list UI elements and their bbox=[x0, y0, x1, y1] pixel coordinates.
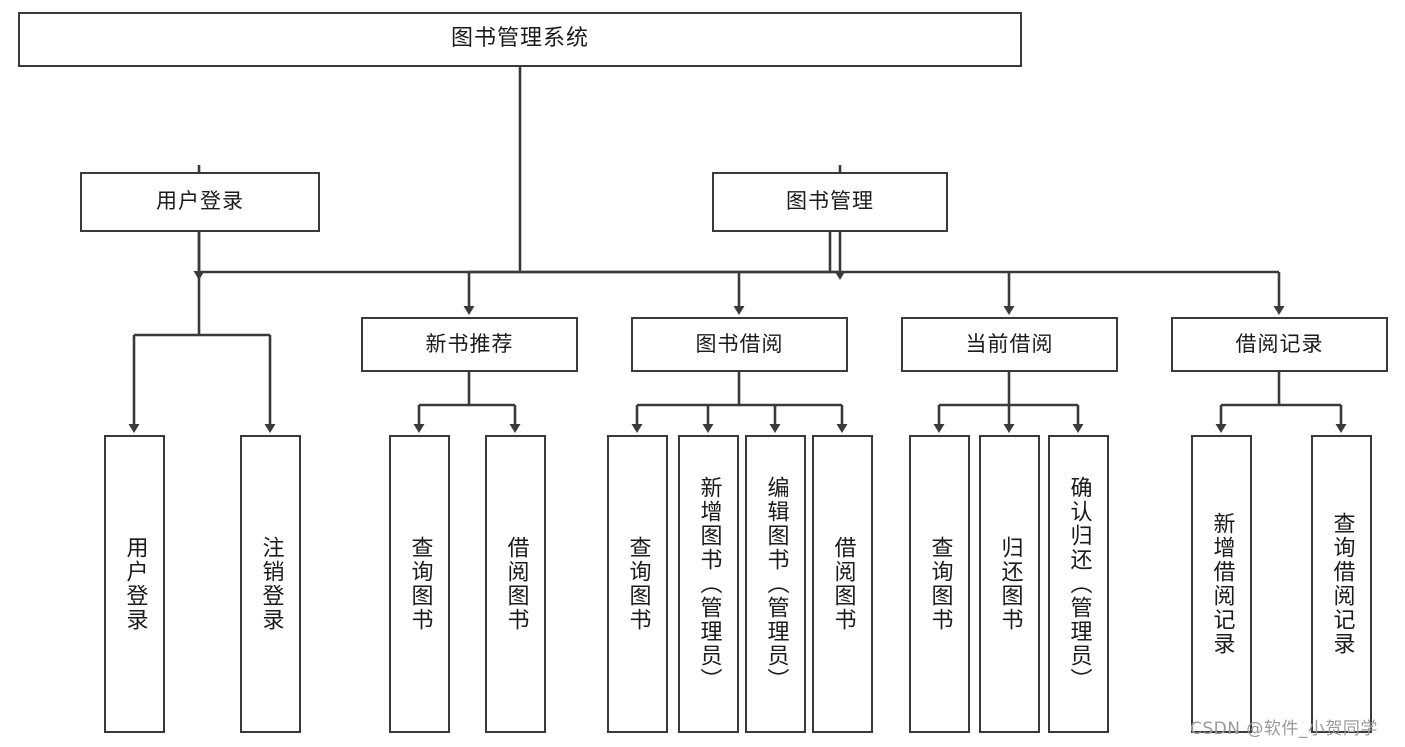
leaf-current-borrow-query-book[interactable]: 查询图书 bbox=[909, 435, 970, 733]
node-label: 新增图书（管理员） bbox=[696, 476, 722, 692]
node-label: 图书管理 bbox=[786, 189, 874, 214]
leaf-borrow-record-query-record[interactable]: 查询借阅记录 bbox=[1311, 435, 1372, 733]
node-label: 借阅图书 bbox=[503, 536, 529, 632]
node-label: 新增借阅记录 bbox=[1209, 512, 1235, 656]
node-label: 借阅记录 bbox=[1235, 331, 1324, 356]
node-label: 当前借阅 bbox=[965, 331, 1054, 356]
node-label: 编辑图书（管理员） bbox=[763, 476, 789, 692]
leaf-book-borrow-add-book-admin[interactable]: 新增图书（管理员） bbox=[678, 435, 739, 733]
node-book-management[interactable]: 图书管理 bbox=[712, 172, 948, 232]
node-label: 确认归还（管理员） bbox=[1066, 476, 1092, 692]
node-label: 查询借阅记录 bbox=[1329, 512, 1355, 656]
leaf-current-borrow-return-book[interactable]: 归还图书 bbox=[979, 435, 1040, 733]
node-label: 查询图书 bbox=[927, 536, 953, 632]
leaf-new-book-borrow-book[interactable]: 借阅图书 bbox=[485, 435, 546, 733]
node-label: 注销登录 bbox=[258, 536, 284, 632]
leaf-book-borrow-query-book[interactable]: 查询图书 bbox=[607, 435, 668, 733]
leaf-book-borrow-edit-book-admin[interactable]: 编辑图书（管理员） bbox=[745, 435, 806, 733]
node-label: 图书借阅 bbox=[695, 331, 784, 356]
node-label: 查询图书 bbox=[625, 536, 651, 632]
node-label: 查询图书 bbox=[407, 536, 433, 632]
leaf-user-login-login[interactable]: 用户登录 bbox=[104, 435, 165, 733]
leaf-user-login-logout[interactable]: 注销登录 bbox=[240, 435, 301, 733]
node-user-login[interactable]: 用户登录 bbox=[80, 172, 320, 232]
node-label: 用户登录 bbox=[122, 536, 148, 632]
leaf-new-book-query-book[interactable]: 查询图书 bbox=[389, 435, 450, 733]
csdn-watermark: CSDN @软件_小贺同学 bbox=[1190, 719, 1378, 739]
node-book-borrow[interactable]: 图书借阅 bbox=[631, 317, 848, 372]
node-root-book-management-system[interactable]: 图书管理系统 bbox=[18, 12, 1022, 67]
node-label: 图书管理系统 bbox=[450, 26, 589, 52]
node-label: 归还图书 bbox=[997, 536, 1023, 632]
node-new-book-recommend[interactable]: 新书推荐 bbox=[361, 317, 578, 372]
leaf-current-borrow-confirm-return-admin[interactable]: 确认归还（管理员） bbox=[1048, 435, 1109, 733]
node-borrow-record[interactable]: 借阅记录 bbox=[1171, 317, 1388, 372]
node-label: 用户登录 bbox=[156, 189, 244, 214]
node-current-borrow[interactable]: 当前借阅 bbox=[901, 317, 1118, 372]
node-label: 借阅图书 bbox=[830, 536, 856, 632]
node-label: 新书推荐 bbox=[425, 331, 514, 356]
leaf-borrow-record-add-record[interactable]: 新增借阅记录 bbox=[1191, 435, 1252, 733]
leaf-book-borrow-borrow-book[interactable]: 借阅图书 bbox=[812, 435, 873, 733]
